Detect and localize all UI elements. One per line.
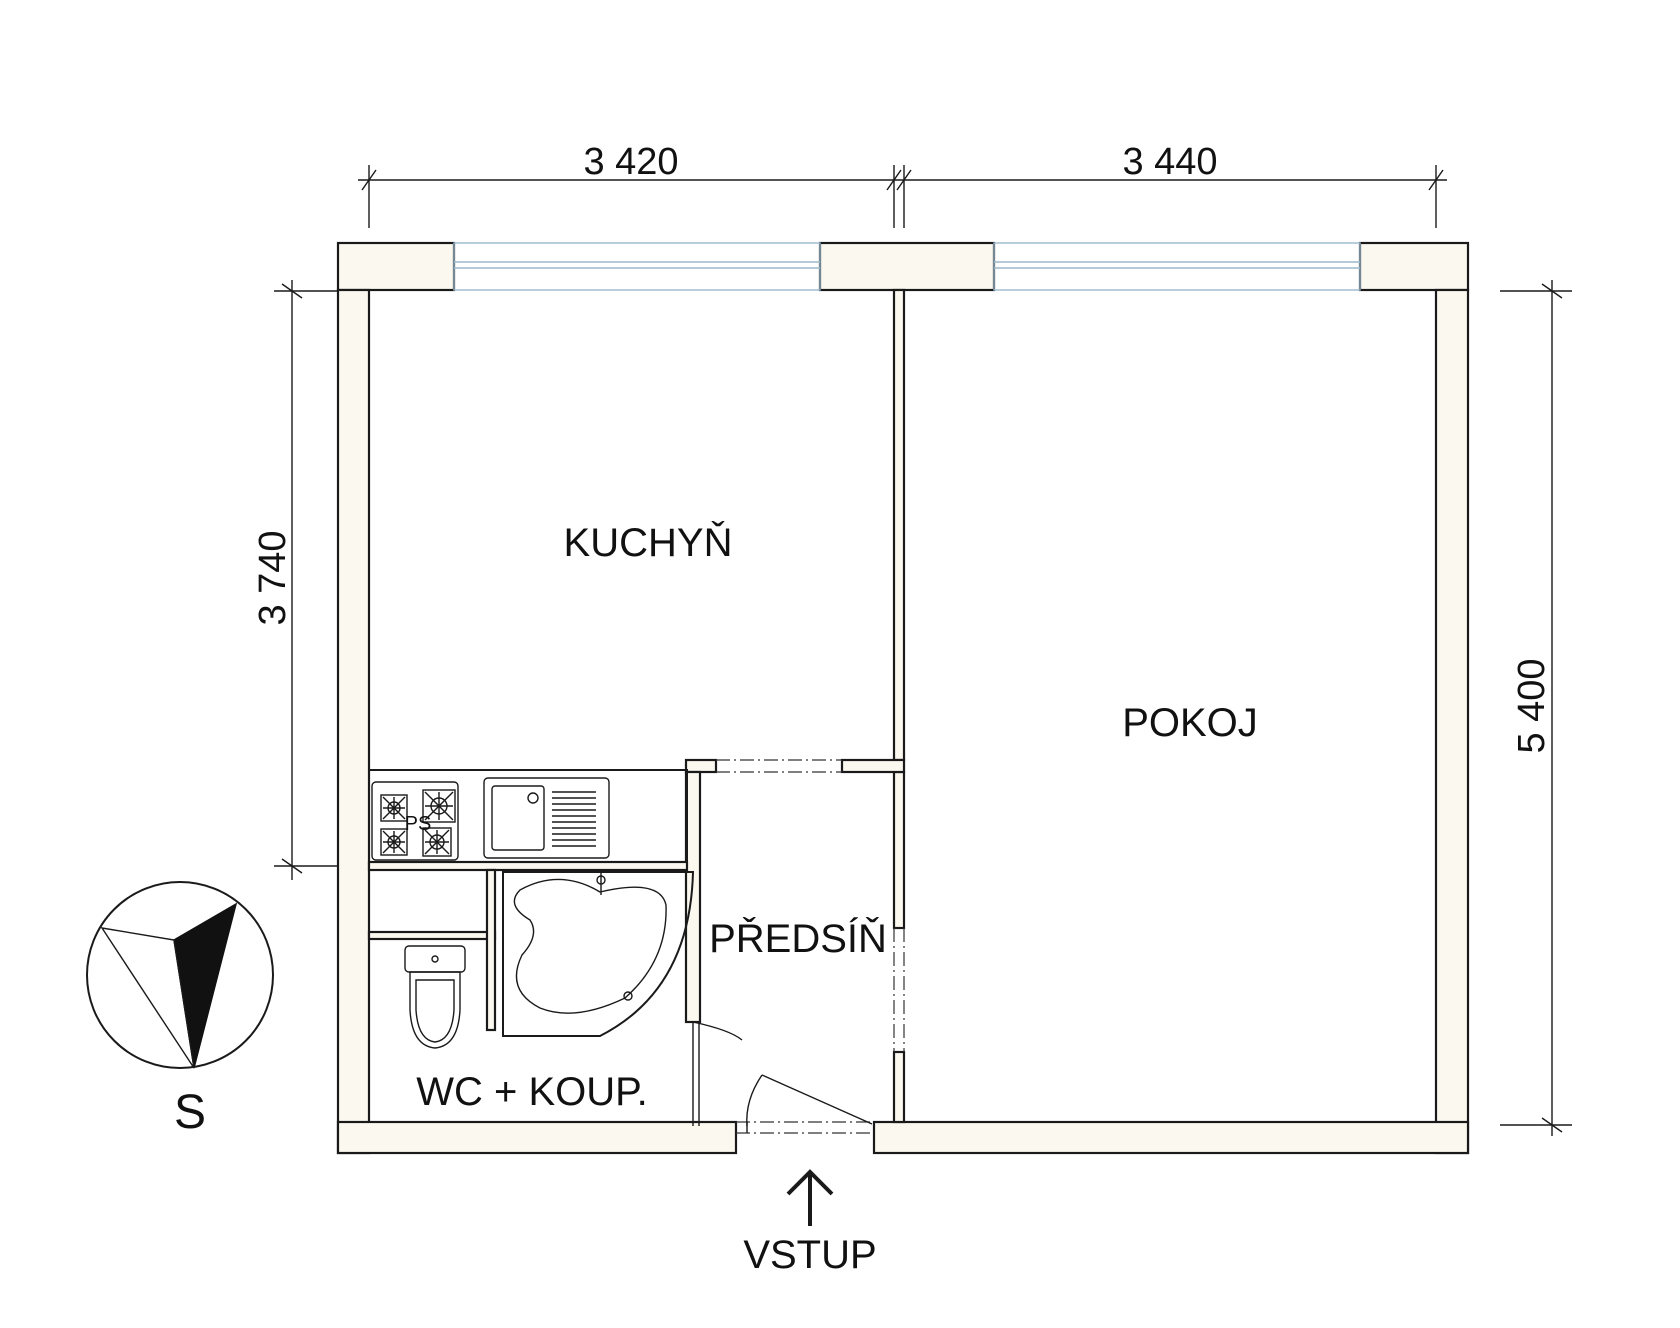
wall-left xyxy=(336,288,371,1155)
wall-hall-bath xyxy=(684,770,702,1024)
wall-interior-vertical-bottom xyxy=(892,1050,906,1124)
kitchen-counter: PS xyxy=(368,769,688,863)
room-label-hall: PŘEDSÍŇ xyxy=(709,916,887,961)
entrance-label: VSTUP xyxy=(743,1233,876,1277)
room-label-living: POKOJ xyxy=(1122,701,1258,745)
room-label-kitchen: KUCHYŇ xyxy=(564,520,733,565)
entrance-arrow xyxy=(786,1169,834,1226)
sink xyxy=(483,777,610,859)
doors xyxy=(692,1021,873,1133)
walls xyxy=(336,241,1470,1155)
wall-right xyxy=(1434,288,1470,1155)
dimension-right: 5 400 xyxy=(1500,280,1572,1136)
door-openings xyxy=(716,759,905,1134)
bathroom-fixtures xyxy=(404,871,695,1049)
stove-label: PS xyxy=(405,813,432,835)
dimension-left: 3 740 xyxy=(252,280,340,880)
room-label-bath: WC + KOUP. xyxy=(416,1070,648,1114)
wall-bottom-left xyxy=(336,1120,738,1155)
window-pokoj xyxy=(993,242,1361,291)
burner-icon xyxy=(380,828,408,856)
wall-hall-top-right xyxy=(840,758,906,774)
burner-icon xyxy=(422,789,456,823)
wall-hall-top-left xyxy=(684,758,718,774)
dimension-top-left: 3 420 xyxy=(583,141,678,183)
wall-interior-vertical xyxy=(892,288,906,762)
dimension-right-label: 5 400 xyxy=(1511,658,1553,753)
burner-icon xyxy=(380,794,408,822)
wall-top-mid xyxy=(818,241,996,292)
bathtub xyxy=(502,871,695,1037)
burner-icon xyxy=(422,827,452,857)
compass-needle xyxy=(173,902,238,1069)
wall-top-left xyxy=(336,241,456,292)
wall-wc-partition xyxy=(367,930,497,941)
window-kitchen xyxy=(453,242,821,291)
stove: PS xyxy=(371,781,459,861)
windows xyxy=(453,242,1361,291)
dimension-top-right: 3 440 xyxy=(1122,141,1217,183)
compass-icon xyxy=(86,881,274,1069)
compass-label: S xyxy=(174,1086,206,1139)
wall-bath-partition-h xyxy=(367,860,689,872)
dimension-left-label: 3 740 xyxy=(252,530,294,625)
wall-top-right xyxy=(1358,241,1470,292)
wall-wc-bath-v xyxy=(485,868,497,1032)
toilet xyxy=(404,945,466,1049)
wall-interior-vertical-lower xyxy=(892,770,906,930)
wall-bottom-right xyxy=(872,1120,1470,1155)
dimension-top: 3 420 3 440 xyxy=(358,141,1447,228)
